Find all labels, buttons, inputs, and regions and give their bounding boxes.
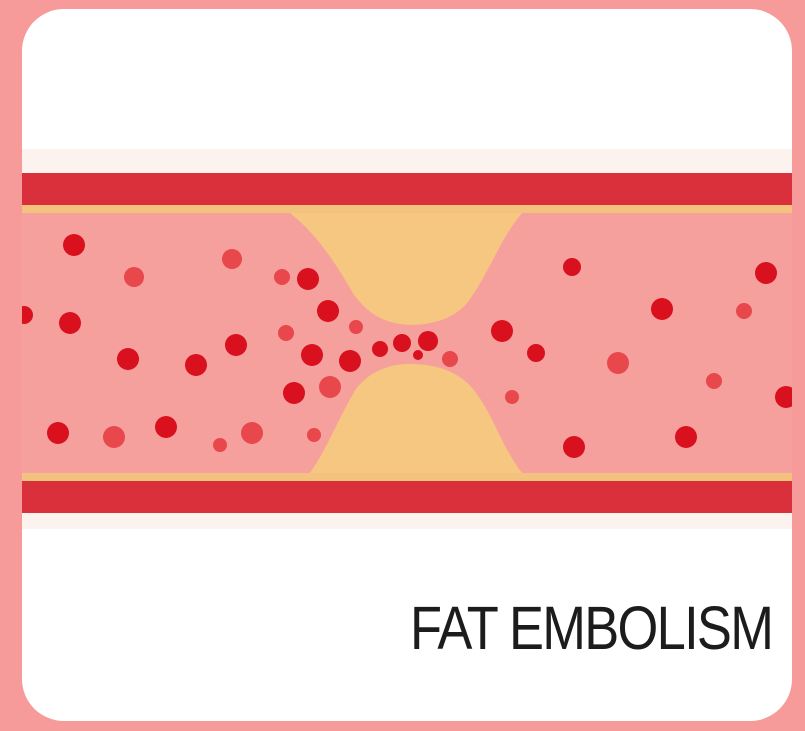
vessel-wall-bottom [22, 481, 792, 513]
red-blood-cell [527, 344, 545, 362]
red-blood-cell [47, 422, 69, 444]
vessel-lining-top [22, 205, 792, 213]
red-blood-cell [413, 350, 423, 360]
red-blood-cell [155, 416, 177, 438]
red-blood-cell [339, 350, 361, 372]
red-blood-cell [607, 352, 629, 374]
red-blood-cell [349, 320, 363, 334]
red-blood-cell [651, 298, 673, 320]
red-blood-cell [505, 390, 519, 404]
vessel-wall-top [22, 173, 792, 205]
red-blood-cell [225, 334, 247, 356]
red-blood-cell [213, 438, 227, 452]
diagram-caption: FAT EMBOLISM [410, 593, 772, 663]
red-blood-cell [297, 268, 319, 290]
red-blood-cell [222, 249, 242, 269]
red-blood-cell [307, 428, 321, 442]
red-blood-cell [418, 331, 438, 351]
red-blood-cell [301, 344, 323, 366]
red-blood-cell [317, 300, 339, 322]
red-blood-cell [563, 258, 581, 276]
red-blood-cell [274, 269, 290, 285]
red-blood-cell [283, 382, 305, 404]
red-blood-cell [241, 422, 263, 444]
red-blood-cell [491, 320, 513, 342]
red-blood-cell [706, 373, 722, 389]
red-blood-cell [59, 312, 81, 334]
red-blood-cell [372, 341, 388, 357]
vessel-lining-bottom [22, 473, 792, 481]
red-blood-cell [755, 262, 777, 284]
red-blood-cell [278, 325, 294, 341]
red-blood-cell [103, 426, 125, 448]
red-blood-cell [393, 334, 411, 352]
red-blood-cell [442, 351, 458, 367]
red-blood-cell [117, 348, 139, 370]
illustration-card: FAT EMBOLISM [22, 9, 792, 721]
red-blood-cell [736, 303, 752, 319]
red-blood-cell [63, 234, 85, 256]
red-blood-cell [319, 376, 341, 398]
red-blood-cell [185, 354, 207, 376]
red-blood-cell [124, 267, 144, 287]
red-blood-cell [675, 426, 697, 448]
red-blood-cell [563, 436, 585, 458]
